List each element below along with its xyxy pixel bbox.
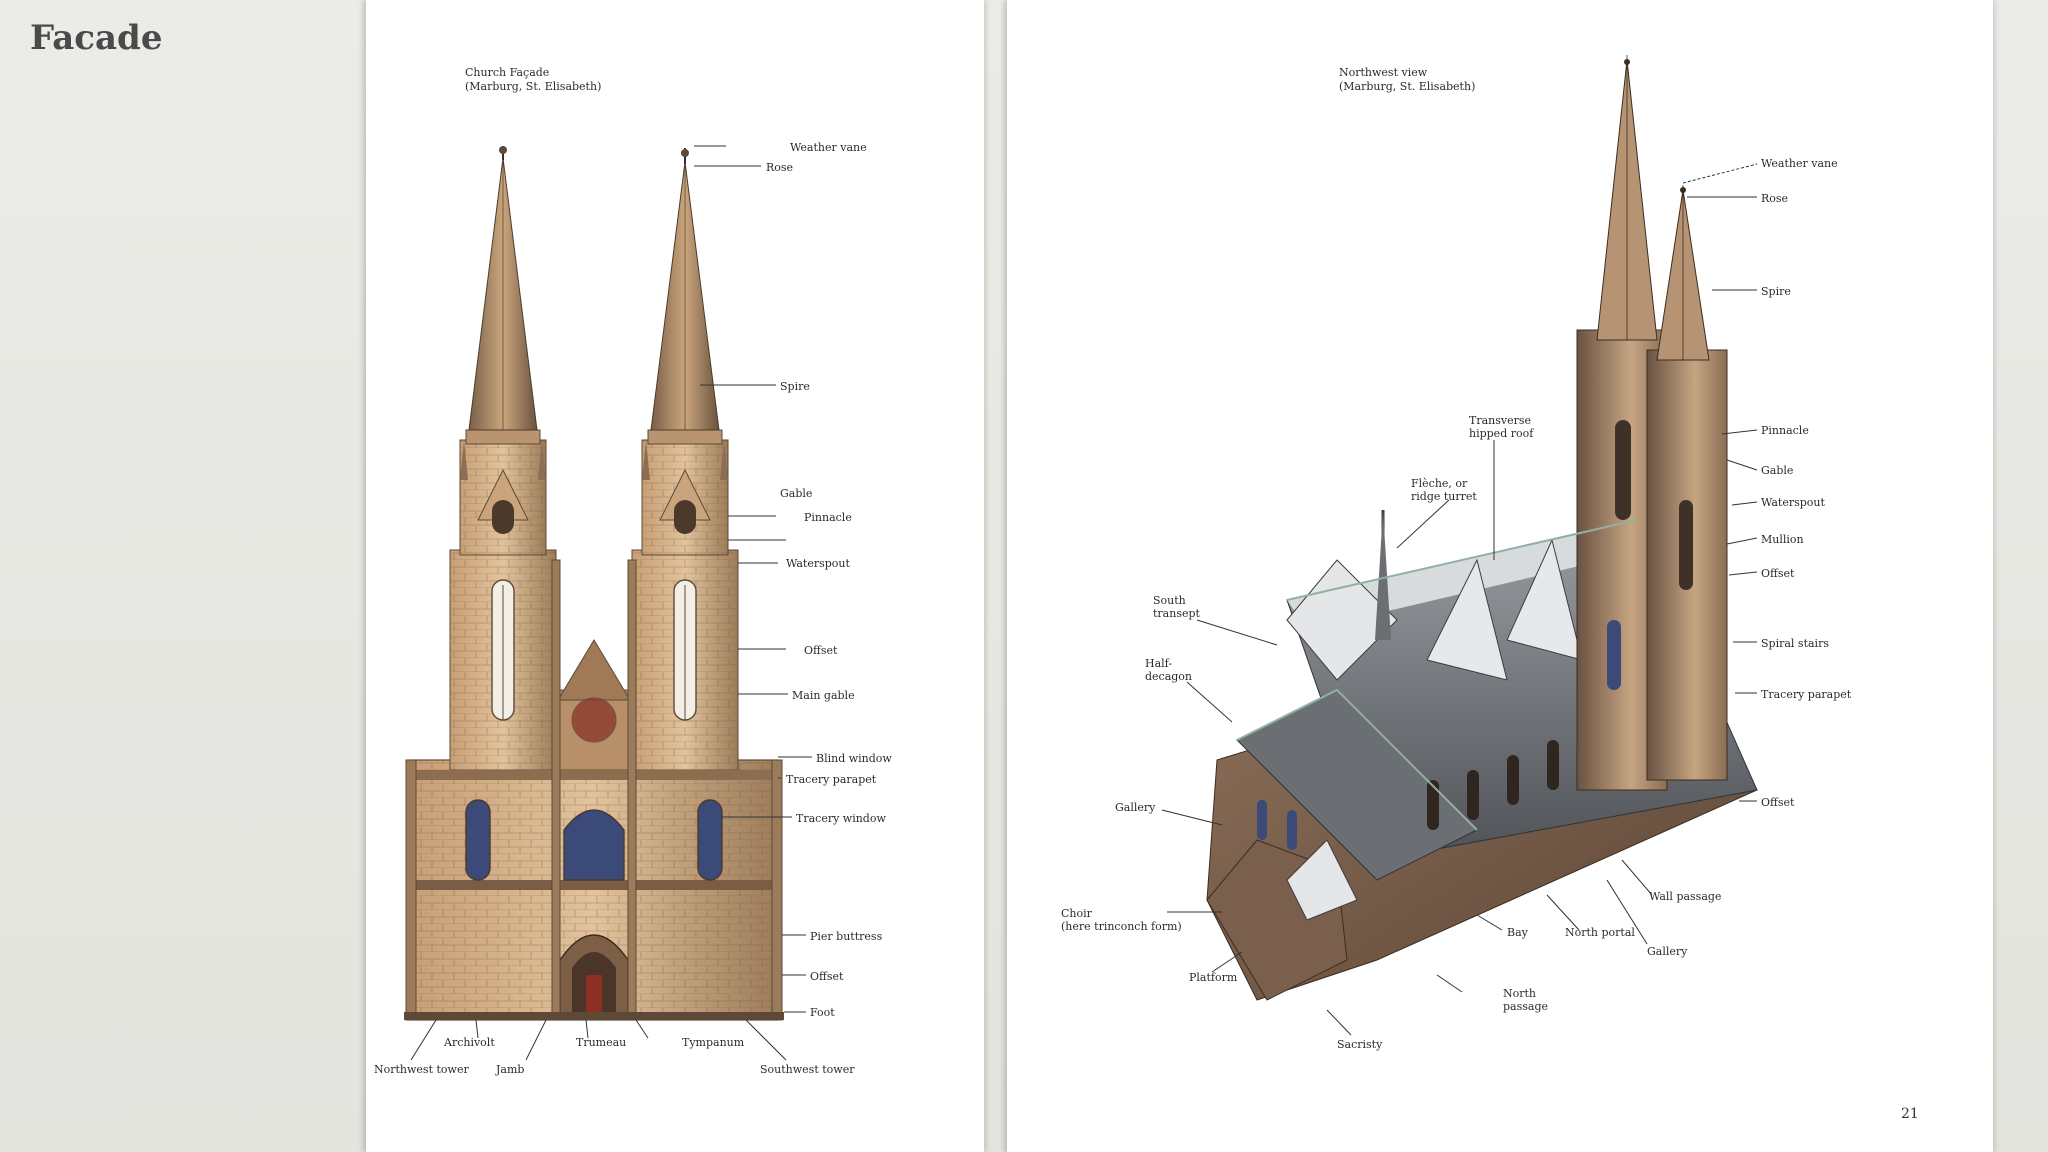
right-label-pinnacle: Pinnacle (1761, 424, 1809, 437)
right-label-fleche-line2: ridge turret (1411, 490, 1477, 503)
left-label-offset-2: Offset (810, 970, 844, 983)
right-label-tracery-parapet: Tracery parapet (1761, 688, 1852, 701)
right-label-transverse-line1: Transverse (1469, 414, 1531, 427)
left-label-main-gable: Main gable (792, 689, 855, 702)
left-caption-line2: (Marburg, St. Elisabeth) (465, 80, 601, 93)
right-leader-lines (1161, 163, 1758, 1036)
right-label-bay: Bay (1507, 926, 1529, 939)
right-label-choir-line1: Choir (1061, 907, 1093, 920)
right-label-gallery-right: Gallery (1647, 945, 1688, 958)
left-label-pier-buttress: Pier buttress (810, 930, 883, 943)
left-label-blind-window: Blind window (816, 752, 892, 765)
left-label-southwest-tower: Southwest tower (760, 1063, 855, 1076)
left-label-tympanum: Tympanum (682, 1036, 745, 1049)
left-leader-lines (410, 145, 812, 1061)
right-label-choir-line2: (here trinconch form) (1061, 920, 1182, 933)
northwest-view-illustration: Northwest view (Marburg, St. Elisabeth) (1061, 55, 1919, 1122)
left-label-northwest-tower: Northwest tower (374, 1063, 469, 1076)
right-label-half-decagon-line2: decagon (1145, 670, 1192, 683)
left-label-weather-vane: Weather vane (790, 141, 867, 154)
right-label-sacristy: Sacristy (1337, 1038, 1383, 1051)
right-label-platform: Platform (1189, 971, 1238, 984)
right-label-waterspout: Waterspout (1761, 496, 1825, 509)
right-label-mullion: Mullion (1761, 533, 1804, 546)
right-label-north-passage-line1: North (1503, 987, 1536, 1000)
left-label-rose: Rose (766, 161, 793, 174)
left-label-foot: Foot (810, 1006, 835, 1019)
right-label-south-transept-line2: transept (1153, 607, 1201, 620)
facade-illustration: Church Façade (Marburg, St. Elisabeth) (374, 66, 892, 1076)
cathedral-isometric (1206, 55, 1758, 1001)
left-label-tracery-window: Tracery window (796, 812, 886, 825)
left-label-spire: Spire (780, 380, 810, 393)
left-label-waterspout: Waterspout (786, 557, 850, 570)
right-label-wall-passage: Wall passage (1649, 890, 1721, 903)
right-label-spiral-stairs: Spiral stairs (1761, 637, 1829, 650)
right-label-transverse-line2: hipped roof (1469, 427, 1534, 440)
right-caption-line2: (Marburg, St. Elisabeth) (1339, 80, 1475, 93)
left-label-tracery-parapet: Tracery parapet (786, 773, 877, 786)
right-label-south-transept-line1: South (1153, 594, 1186, 607)
left-label-archivolt: Archivolt (443, 1036, 495, 1049)
left-caption-line1: Church Façade (465, 66, 549, 79)
right-label-weather-vane: Weather vane (1761, 157, 1838, 170)
left-label-trumeau: Trumeau (576, 1036, 626, 1049)
right-label-offset-2: Offset (1761, 796, 1795, 809)
facade-building (404, 146, 784, 1021)
right-label-rose: Rose (1761, 192, 1788, 205)
right-label-offset-1: Offset (1761, 567, 1795, 580)
right-label-half-decagon-line1: Half- (1145, 657, 1172, 670)
right-label-gallery-left: Gallery (1115, 801, 1156, 814)
right-label-fleche-line1: Flèche, or (1411, 477, 1468, 490)
left-label-jamb: Jamb (495, 1063, 524, 1076)
left-label-gable: Gable (780, 487, 812, 500)
right-label-spire: Spire (1761, 285, 1791, 298)
left-page: Church Façade (Marburg, St. Elisabeth) (366, 0, 984, 1152)
left-label-offset-1: Offset (804, 644, 838, 657)
page-number: 21 (1901, 1106, 1919, 1122)
left-label-pinnacle: Pinnacle (804, 511, 852, 524)
slide-title: Facade (30, 18, 163, 58)
right-caption-line1: Northwest view (1339, 66, 1428, 79)
right-page: Northwest view (Marburg, St. Elisabeth) (1007, 0, 1993, 1152)
right-label-gable: Gable (1761, 464, 1793, 477)
right-label-north-passage-line2: passage (1503, 1000, 1548, 1013)
right-label-north-portal: North portal (1565, 926, 1635, 939)
